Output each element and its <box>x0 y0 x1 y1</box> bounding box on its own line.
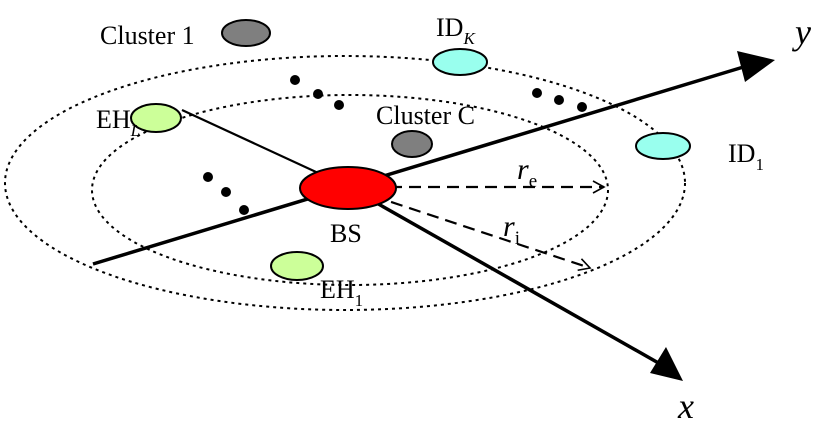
x-axis-label: x <box>677 386 694 426</box>
re-label-base: r <box>517 153 529 186</box>
ri-label-sub: i <box>515 228 520 249</box>
eh-l-label-sub: L <box>130 121 140 140</box>
ri-label: ri <box>503 210 520 249</box>
cluster-c-node <box>391 130 433 158</box>
ri-label-base: r <box>503 210 515 243</box>
cluster-c-label: Cluster C <box>376 101 475 130</box>
outer-region-boundary <box>4 55 686 311</box>
eh-1-label-base: EH <box>320 275 355 304</box>
id-1-label-sub: 1 <box>755 155 764 174</box>
eh-l-label-base: EH <box>96 105 131 134</box>
id-k-node <box>432 48 488 76</box>
eh-1-label: EH1 <box>320 275 363 310</box>
cluster-1-node <box>221 19 271 47</box>
eh-l-node <box>130 103 182 133</box>
inner-region-boundary <box>91 94 609 286</box>
bs-label: BS <box>330 219 362 248</box>
x-axis-arrowhead <box>650 347 683 381</box>
ellipsis-dots-left <box>203 172 249 215</box>
id-1-label-base: ID <box>728 139 755 168</box>
id-k-label-base: ID <box>436 13 463 42</box>
y-axis-label: y <box>792 12 811 52</box>
eh-1-label-sub: 1 <box>355 291 364 310</box>
id-1-node <box>635 132 691 160</box>
y-axis-arrowhead <box>737 51 775 82</box>
id-k-label: IDK <box>436 13 476 48</box>
eh-1-node <box>270 251 324 281</box>
y-axis-line <box>92 60 761 266</box>
re-label: re <box>517 153 537 192</box>
re-label-sub: e <box>529 171 537 192</box>
eh-l-label: EHL <box>96 105 140 140</box>
id-k-label-sub: K <box>462 29 476 48</box>
radius-ri-arrow <box>354 188 592 272</box>
x-axis-line <box>351 187 663 367</box>
cluster-1-label: Cluster 1 <box>100 21 195 50</box>
ellipsis-dots-top <box>290 75 344 110</box>
id-1-label: ID1 <box>728 139 764 174</box>
base-station-node <box>299 166 397 210</box>
ellipsis-dots-right <box>532 88 587 112</box>
